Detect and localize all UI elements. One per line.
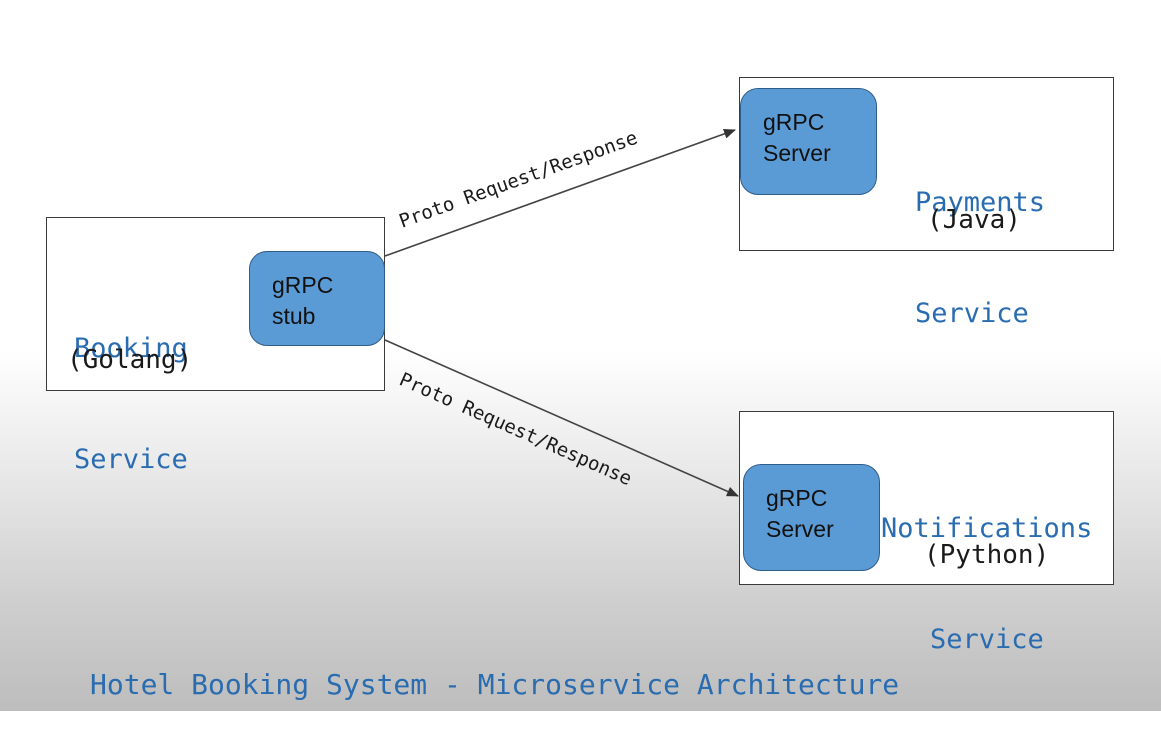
diagram-caption: Hotel Booking System - Microservice Arch… [90, 668, 900, 701]
edge-label-bottom: Proto Request/Response [396, 368, 635, 490]
booking-service-box: Booking Service (Golang) gRPC stub [46, 217, 385, 475]
edge-label-top: Proto Request/Response [396, 127, 640, 233]
payments-grpc-server-chip: gRPC Server [740, 88, 877, 195]
payments-service-name: Payments Service [915, 187, 1046, 329]
arrow-to-notifications [384, 339, 739, 497]
notifications-service-box: gRPC Server Notifications Service (Pytho… [739, 411, 1114, 655]
booking-service-name: Booking Service [74, 333, 188, 475]
connection-arrows: Proto Request/Response Proto Request/Res… [384, 127, 739, 497]
grpc-stub-chip: gRPC stub [249, 251, 385, 346]
notifications-service-language: (Python) [924, 540, 1050, 570]
arrow-to-payments [384, 129, 736, 257]
notifications-service-name: Notifications Service [881, 513, 1093, 655]
booking-service-language: (Golang) [67, 345, 193, 375]
notifications-grpc-server-chip: gRPC Server [743, 464, 880, 571]
payments-service-language: (Java) [927, 205, 1021, 235]
payments-service-box: gRPC Server Payments Service (Java) [739, 77, 1114, 329]
